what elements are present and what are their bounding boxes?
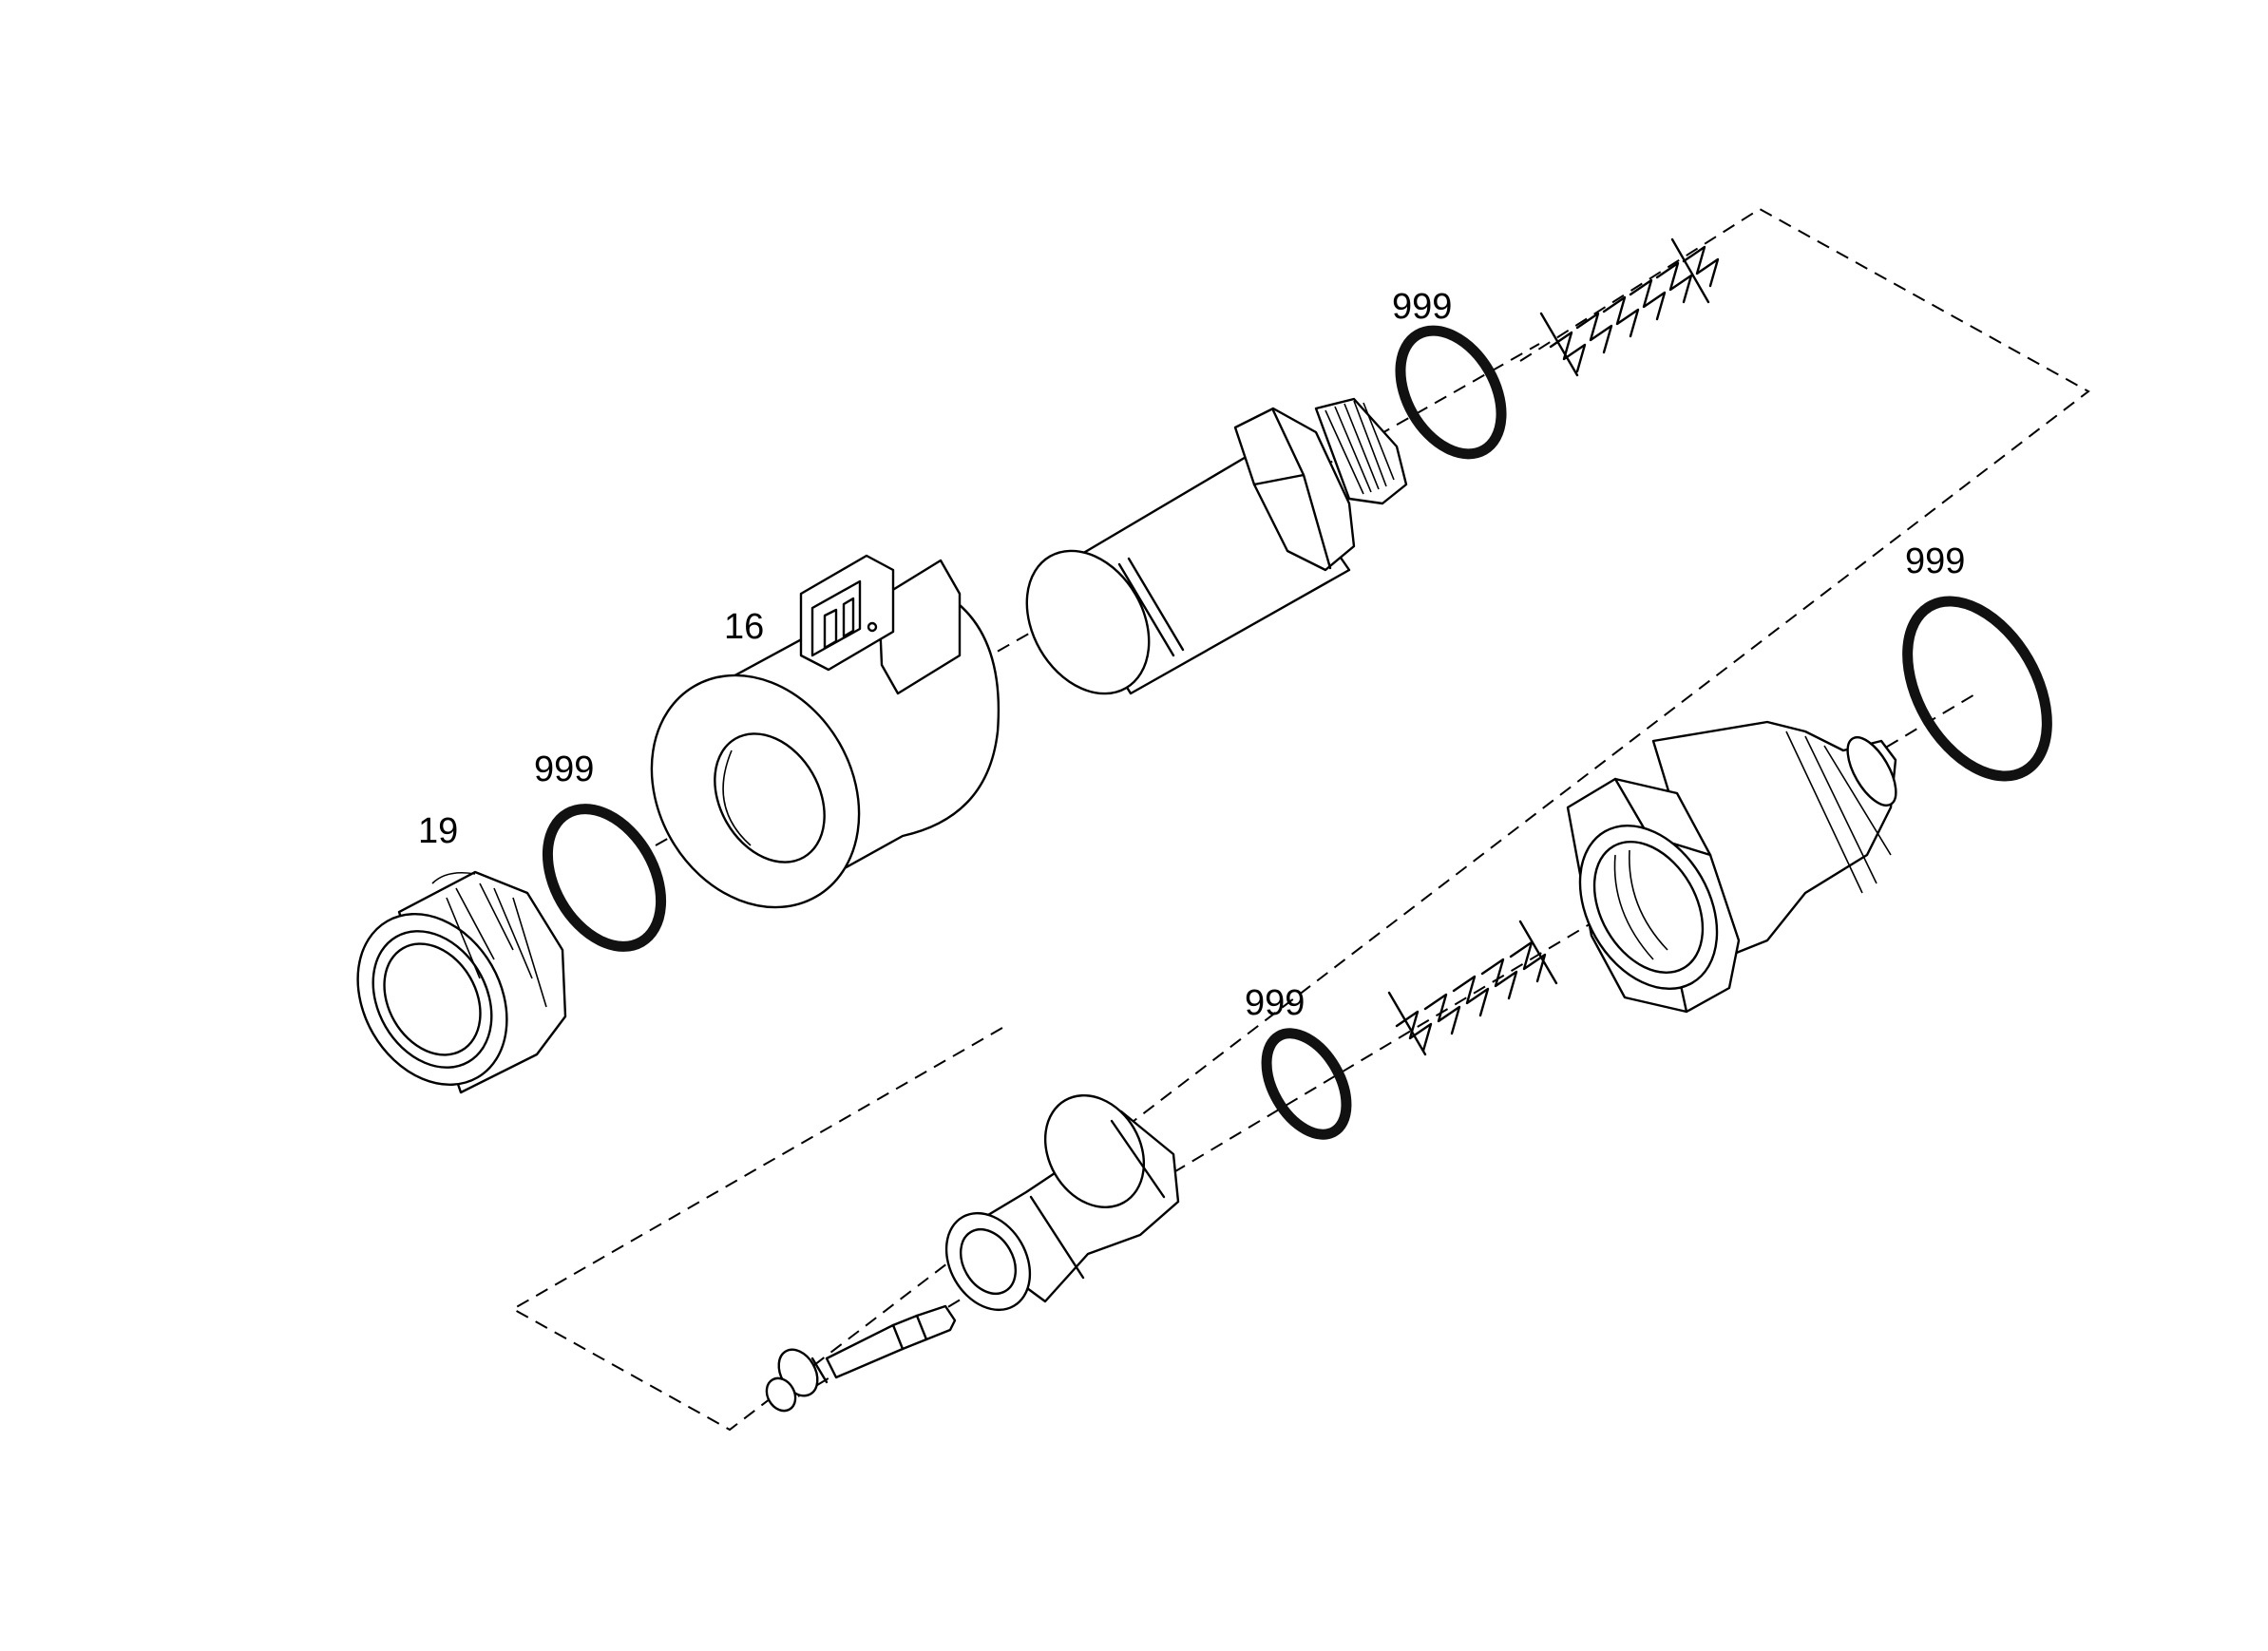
plunger-pin-part	[765, 1304, 957, 1413]
assembly-boundary	[510, 207, 2090, 1432]
solenoid-coil-part	[650, 554, 1001, 909]
callout-seal-upper-right-label: 999	[1392, 287, 1452, 327]
seal-ring-right	[1902, 596, 2052, 782]
upper-spring-part	[1539, 237, 1720, 377]
lower-spring-part	[1387, 920, 1558, 1056]
callout-seal-left-label: 999	[534, 750, 594, 789]
callout-seal-lower-label: 999	[1245, 983, 1305, 1023]
seal-ring-left	[542, 804, 667, 952]
seal-ring-lower	[1261, 1028, 1352, 1140]
callout-coil-label: 16	[724, 607, 764, 647]
knurled-nut-part	[356, 870, 567, 1094]
valve-body-part	[1566, 720, 1897, 1014]
spool-sleeve-part	[944, 1093, 1180, 1312]
callout-nut-label: 19	[418, 811, 458, 851]
solenoid-tube-part	[1025, 397, 1408, 695]
callout-seal-right-label: 999	[1905, 541, 1965, 581]
seal-ring-upper-right	[1395, 325, 1507, 460]
